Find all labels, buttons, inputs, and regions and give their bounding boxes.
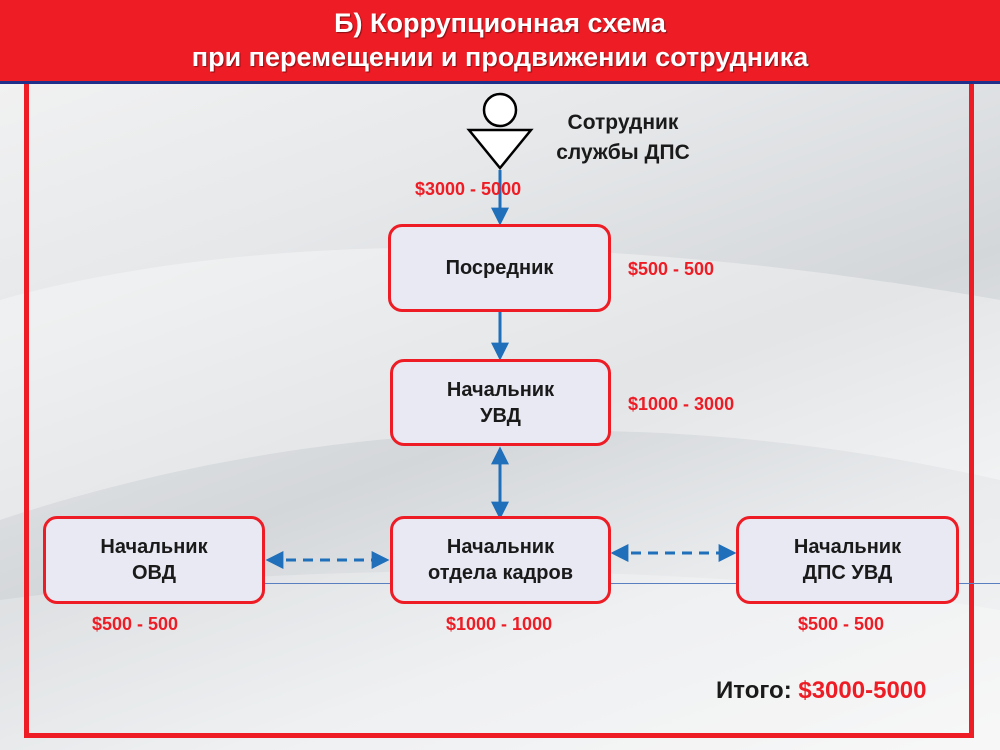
total-label: Итого: [716,677,792,704]
page-title-line2: при перемещении и продвижении сотрудника [191,42,809,72]
node-head-hr: Начальник отдела кадров [390,516,611,604]
header-banner: Б) Коррупционная схема при перемещении и… [0,0,1000,84]
employee-label: Сотрудник службы ДПС [538,108,708,168]
node-head-uvd-line1: Начальник [446,378,555,401]
amount-head-hr: $1000 - 1000 [446,614,553,634]
amount-head-dps: $500 - 500 [798,614,885,634]
employee-label-line2: службы ДПС [556,141,690,164]
node-head-dps: Начальник ДПС УВД [736,516,959,604]
amount-intermediary: $500 - 500 [628,259,715,279]
amount-head-ovd: $500 - 500 [92,614,179,634]
node-head-ovd-line2: ОВД [132,562,176,584]
node-head-ovd: Начальник ОВД [43,516,265,604]
node-intermediary: Посредник [388,224,611,312]
person-icon [466,92,534,170]
content-frame [24,84,974,738]
divider-line [265,583,1000,584]
employee-label-line1: Сотрудник [567,111,679,134]
node-head-uvd-line2: УВД [480,404,521,427]
node-head-hr-line1: Начальник [446,536,555,558]
node-head-dps-line1: Начальник [793,536,902,558]
page-title-line1: Б) Коррупционная схема [334,8,666,38]
amount-head-uvd: $1000 - 3000 [628,394,735,414]
total-summary: Итого: $3000-5000 [716,677,926,705]
node-head-hr-line2: отдела кадров [427,562,573,584]
amount-employee-payment: $3000 - 5000 [415,179,522,199]
node-head-dps-line2: ДПС УВД [802,562,893,584]
node-intermediary-label: Посредник [445,257,554,279]
total-value: $3000-5000 [798,677,927,704]
node-head-ovd-line1: Начальник [100,536,208,558]
node-head-uvd: Начальник УВД [390,359,611,446]
